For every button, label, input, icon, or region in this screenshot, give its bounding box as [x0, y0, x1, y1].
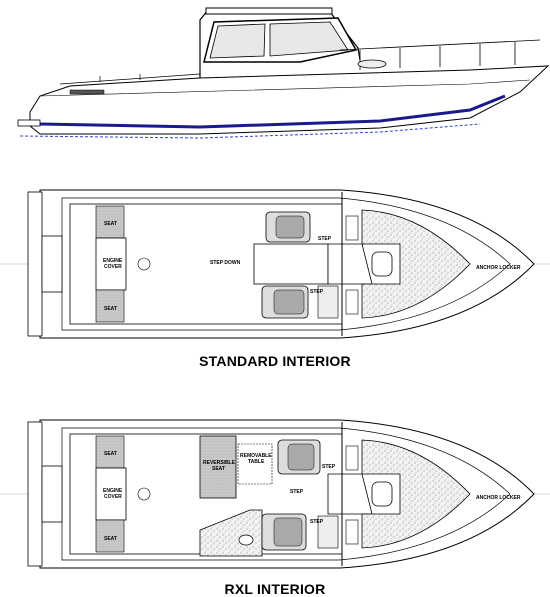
helm-seat-lower-cushion: [273, 289, 305, 315]
hull-chine-line: [39, 79, 531, 97]
removable-table: [237, 443, 273, 485]
seat-lower: [95, 519, 125, 553]
bow-rail: [339, 39, 541, 70]
cabin-locker-upper: [345, 215, 359, 241]
rxl-engine-cover-label-1: ENGINE: [103, 488, 123, 494]
swim-platform-plan: [27, 191, 43, 337]
std-anchor-locker-label: ANCHOR LOCKER: [476, 265, 521, 271]
std-engine-cover-label-2: COVER: [104, 264, 122, 270]
cabin-locker-lower: [345, 519, 359, 545]
outboard-bracket: [41, 465, 63, 523]
outboard-bracket: [41, 235, 63, 293]
helm-console: [317, 285, 339, 319]
rxl-step-upper-label: STEP: [322, 464, 336, 470]
engine-cover: [95, 467, 127, 521]
rxl-reversible-label-1: REVERSIBLE: [203, 460, 236, 466]
side-profile: [17, 7, 550, 139]
hull-stripe: [39, 94, 506, 129]
head-toilet: [371, 251, 393, 277]
rxl-table-label-1: REMOVABLE: [240, 453, 272, 459]
rxl-seat-lower-label: SEAT: [104, 536, 117, 542]
rxl-plan: [0, 419, 550, 569]
helm-seat-lower-cushion: [273, 517, 303, 547]
rxl-step-lower-label: STEP: [310, 519, 324, 525]
rxl-engine-cover-label-2: COVER: [104, 494, 122, 500]
hull-plan-inner: [61, 197, 511, 331]
cabin-locker-upper: [345, 445, 359, 471]
reversible-seat: [199, 435, 237, 499]
v-berth: [361, 209, 471, 319]
drain-circle: [137, 257, 151, 271]
engine-cover: [95, 237, 127, 291]
helm-seat-upper-cushion: [275, 215, 305, 239]
waterline: [19, 123, 481, 139]
seat-upper: [95, 205, 125, 239]
rxl-anchor-locker-label: ANCHOR LOCKER: [476, 495, 521, 501]
hardtop-roof: [205, 7, 333, 15]
std-seat-upper-label: SEAT: [104, 221, 117, 227]
windscreen-glass: [209, 21, 349, 59]
standard-interior-title: STANDARD INTERIOR: [199, 353, 351, 369]
standard-plan: [0, 189, 550, 339]
step-down-area: [253, 243, 329, 285]
aft-rail: [59, 73, 201, 85]
hull-window: [69, 89, 105, 95]
helm-console: [317, 515, 339, 549]
seat-lower: [95, 289, 125, 323]
hull-plan-inner: [61, 427, 511, 561]
std-step-upper-label: STEP: [318, 236, 332, 242]
std-engine-cover-label-1: ENGINE: [103, 258, 123, 264]
std-step-down-label: STEP DOWN: [210, 260, 241, 266]
deck-hatch: [357, 59, 387, 69]
rxl-table-label-2: TABLE: [248, 459, 265, 465]
swim-platform-plan: [27, 421, 43, 567]
rxl-seat-upper-label: SEAT: [104, 451, 117, 457]
rxl-interior-title: RXL INTERIOR: [225, 581, 326, 597]
cabin-locker-lower: [345, 289, 359, 315]
swim-platform: [17, 119, 41, 127]
seat-upper: [95, 435, 125, 469]
v-berth: [361, 439, 471, 549]
rxl-reversible-label-2: SEAT: [212, 466, 225, 472]
std-step-lower-label: STEP: [310, 289, 324, 295]
sink: [238, 534, 254, 546]
helm-seat-upper-cushion: [287, 443, 315, 471]
rxl-step-mid-label: STEP: [290, 489, 304, 495]
std-seat-lower-label: SEAT: [104, 306, 117, 312]
drain-circle: [137, 487, 151, 501]
head-toilet: [371, 481, 393, 507]
